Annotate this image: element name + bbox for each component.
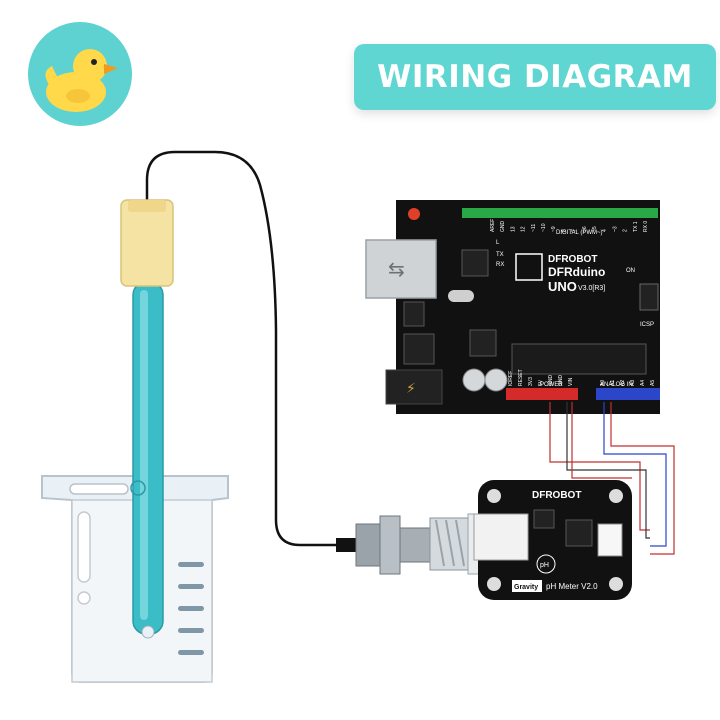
- dfrobot-logo-icon: [515, 253, 543, 281]
- rx-label: RX: [496, 262, 504, 268]
- digital-label: DIGITAL (PWM~): [556, 230, 603, 236]
- digital-pin-label: ~9: [551, 226, 557, 232]
- digital-pin-label: 7: [572, 229, 578, 232]
- on-label: ON: [626, 268, 635, 274]
- board-model: UNO: [548, 279, 577, 294]
- bnc-connector: [336, 513, 497, 575]
- digital-pin-label: 13: [510, 226, 516, 232]
- beaker-scale: [178, 562, 204, 655]
- digital-pin-label: AREF: [490, 219, 496, 232]
- power-pin-label: GND: [548, 375, 554, 387]
- sensor-name: pH Meter V2.0: [546, 582, 598, 591]
- analog-pin-label: A1: [610, 380, 616, 386]
- digital-pin-label: 4: [602, 229, 608, 232]
- digital-pin-label: ~11: [531, 224, 537, 232]
- usb-icon: ⇆: [388, 257, 405, 281]
- lightning-icon: ⚡: [406, 381, 416, 397]
- icsp-label: ICSP: [640, 322, 654, 328]
- power-pin-label: 3V3: [528, 377, 534, 386]
- digital-pin-label: GND: [500, 221, 506, 233]
- arduino-board: ⇆ ⚡ DFROBOT DFRduino UNO V3.0[R3] DIGITA…: [365, 200, 660, 414]
- digital-pin-label: ~5: [592, 226, 598, 232]
- tx-label: TX: [496, 252, 504, 258]
- analog-pin-label: A3: [630, 380, 636, 386]
- board-name: DFRduino: [548, 265, 605, 279]
- digital-pin-label: ~10: [541, 223, 547, 232]
- power-pin-labels: IOREF RESET 3V3 5V GND GND VIN: [508, 369, 574, 386]
- power-label: POWER: [540, 382, 563, 388]
- title-banner: WIRING DIAGRAM: [354, 44, 716, 110]
- page-title: WIRING DIAGRAM: [377, 59, 693, 95]
- power-pin-label: IOREF: [508, 371, 514, 386]
- digital-pin-label: ~3: [612, 226, 618, 232]
- analog-pin-label: A5: [650, 380, 656, 386]
- l-label: L: [496, 240, 500, 246]
- digital-pin-labels: AREF GND 13 12 ~11 ~10 ~9 8 7 ~6 ~5 4 ~3 2 TX 1 RX 0: [490, 219, 649, 232]
- digital-pin-label: RX 0: [643, 221, 649, 232]
- ph-probe: [120, 199, 174, 639]
- gravity-label: Gravity: [514, 584, 538, 591]
- digital-pin-label: TX 1: [633, 221, 639, 232]
- analog-pin-label: A0: [600, 380, 606, 386]
- board-version: V3.0[R3]: [578, 285, 605, 292]
- ph-meter-module: pH DFROBOT Gravity pH Meter V2.0: [473, 480, 632, 600]
- duck-logo: [28, 22, 132, 126]
- probe-cable: [145, 150, 352, 547]
- analog-pin-labels: A0 A1 A2 A3 A4 A5: [600, 380, 656, 386]
- duck-icon: [45, 49, 118, 112]
- power-pin-label: 5V: [538, 379, 544, 386]
- digital-pin-label: 2: [623, 229, 629, 232]
- digital-pin-label: 8: [561, 229, 567, 232]
- power-pin-label: RESET: [518, 369, 524, 386]
- analog-label: ANALOG IN: [600, 382, 633, 388]
- board-brand: DFROBOT: [548, 254, 597, 265]
- ph-label: pH: [540, 562, 549, 569]
- analog-pin-label: A2: [620, 380, 626, 386]
- sensor-brand: DFROBOT: [532, 490, 581, 501]
- digital-pin-label: 12: [521, 226, 527, 232]
- analog-pin-label: A4: [640, 380, 646, 386]
- jumper-wires: [549, 402, 675, 555]
- power-pin-label: GND: [558, 375, 564, 387]
- power-pin-label: VIN: [568, 377, 574, 386]
- digital-pin-label: ~6: [582, 226, 588, 232]
